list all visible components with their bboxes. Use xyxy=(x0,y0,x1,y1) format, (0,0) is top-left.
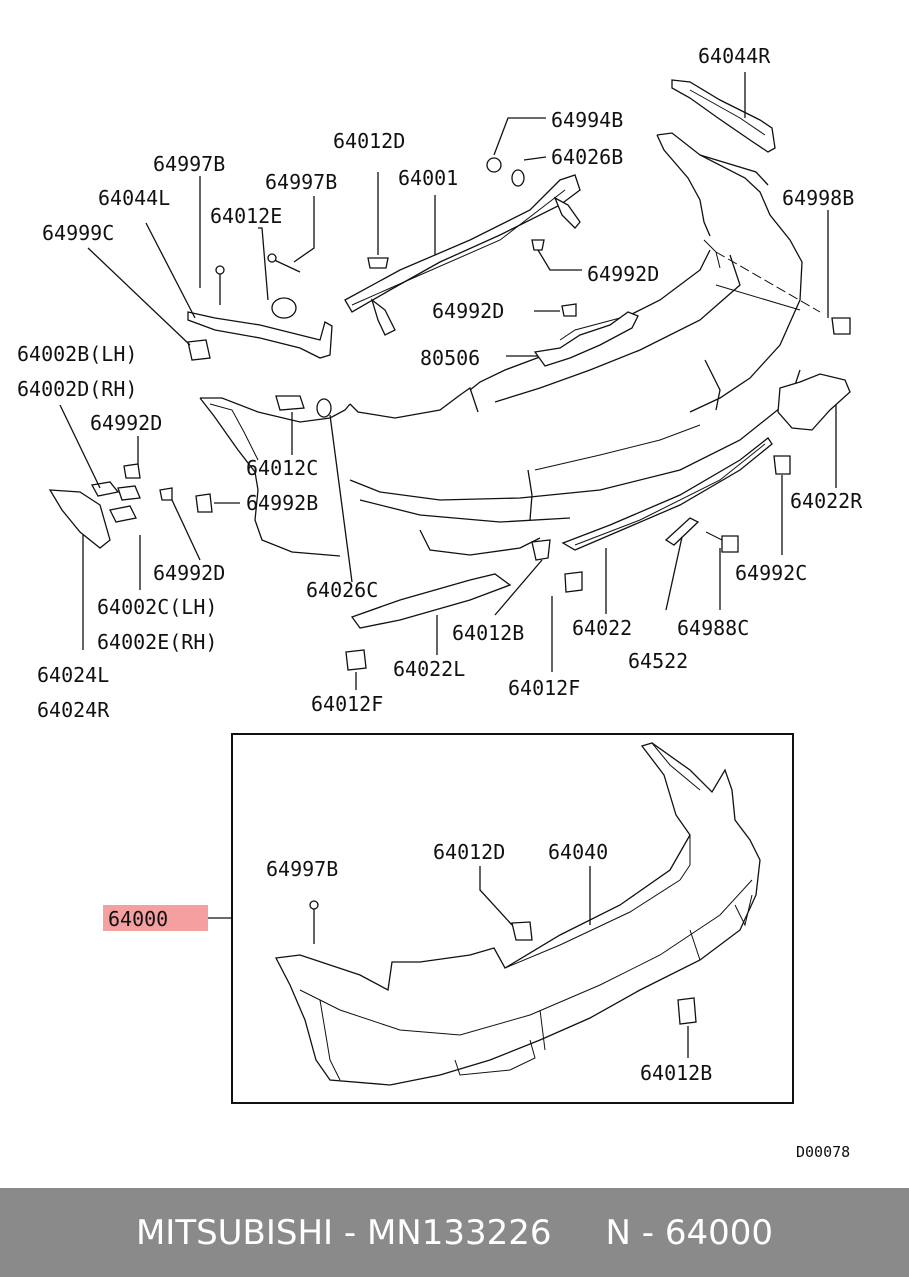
brackets-64002 xyxy=(59,404,141,590)
label-64994B: 64994B xyxy=(551,108,623,132)
label-64002C: 64002C(LH) xyxy=(97,595,217,619)
bracket-64044R xyxy=(671,72,776,153)
reinforcement-64001 xyxy=(344,174,581,336)
parts-diagram: 64044R 64994B 64026B 64012D 64001 64997B… xyxy=(17,44,863,1161)
label-64022: 64022 xyxy=(572,616,632,640)
stay-64044L xyxy=(145,222,333,359)
label-64997B: 64997B xyxy=(153,152,225,176)
label-64988C: 64988C xyxy=(677,616,749,640)
label-64012D-assembly: 64012D xyxy=(433,840,505,864)
label-64012C: 64012C xyxy=(246,456,318,480)
label-64998B: 64998B xyxy=(782,186,854,210)
label-64997B-assembly: 64997B xyxy=(266,857,338,881)
label-64012B: 64012B xyxy=(452,621,524,645)
label-64012E: 64012E xyxy=(210,204,282,228)
spacer-64022R xyxy=(777,373,851,488)
side-piece-64024L xyxy=(48,489,111,650)
label-80506: 80506 xyxy=(420,346,480,370)
label-64024R: 64024R xyxy=(37,698,110,722)
label-64012B-assembly: 64012B xyxy=(640,1061,712,1085)
label-64022L: 64022L xyxy=(393,657,465,681)
lower-bar-64022 xyxy=(561,437,773,614)
assembly-fasteners xyxy=(208,866,697,1058)
label-64992B: 64992B xyxy=(246,491,318,515)
label-64012F: 64012F xyxy=(508,676,580,700)
label-64992C: 64992C xyxy=(735,561,807,585)
label-64026B: 64026B xyxy=(551,145,623,169)
label-64522: 64522 xyxy=(628,649,688,673)
footer-text: MITSUBISHI - MN133226 N - 64000 xyxy=(135,1212,774,1253)
label-64012F: 64012F xyxy=(311,692,383,716)
assembly-bumper xyxy=(274,742,761,1086)
label-64992D: 64992D xyxy=(432,299,504,323)
highlight-64000 xyxy=(103,905,208,931)
label-64026C: 64026C xyxy=(306,578,378,602)
plate-64522 xyxy=(664,517,700,611)
bracket-80506 xyxy=(506,311,639,367)
label-64001: 64001 xyxy=(398,166,458,190)
label-64012D: 64012D xyxy=(333,129,405,153)
fasteners xyxy=(87,117,851,690)
label-64992D: 64992D xyxy=(587,262,659,286)
label-64999C: 64999C xyxy=(42,221,114,245)
label-64044L: 64044L xyxy=(98,186,170,210)
label-64992D: 64992D xyxy=(90,411,162,435)
label-64024L: 64024L xyxy=(37,663,109,687)
lower-bar-64022L xyxy=(350,573,512,655)
label-64992D-lower: 64992D xyxy=(153,561,225,585)
label-64997B: 64997B xyxy=(265,170,337,194)
label-64000-assembly: 64000 xyxy=(108,907,168,931)
label-64022R: 64022R xyxy=(790,489,863,513)
label-64002B: 64002B(LH) xyxy=(17,342,137,366)
diagram-code: D00078 xyxy=(796,1143,850,1161)
footer-bar: MITSUBISHI - MN133226 N - 64000 xyxy=(0,1188,909,1277)
label-64044R: 64044R xyxy=(698,44,771,68)
label-64002D: 64002D(RH) xyxy=(17,377,137,401)
label-64002E: 64002E(RH) xyxy=(97,630,217,654)
label-64040-assembly: 64040 xyxy=(548,840,608,864)
